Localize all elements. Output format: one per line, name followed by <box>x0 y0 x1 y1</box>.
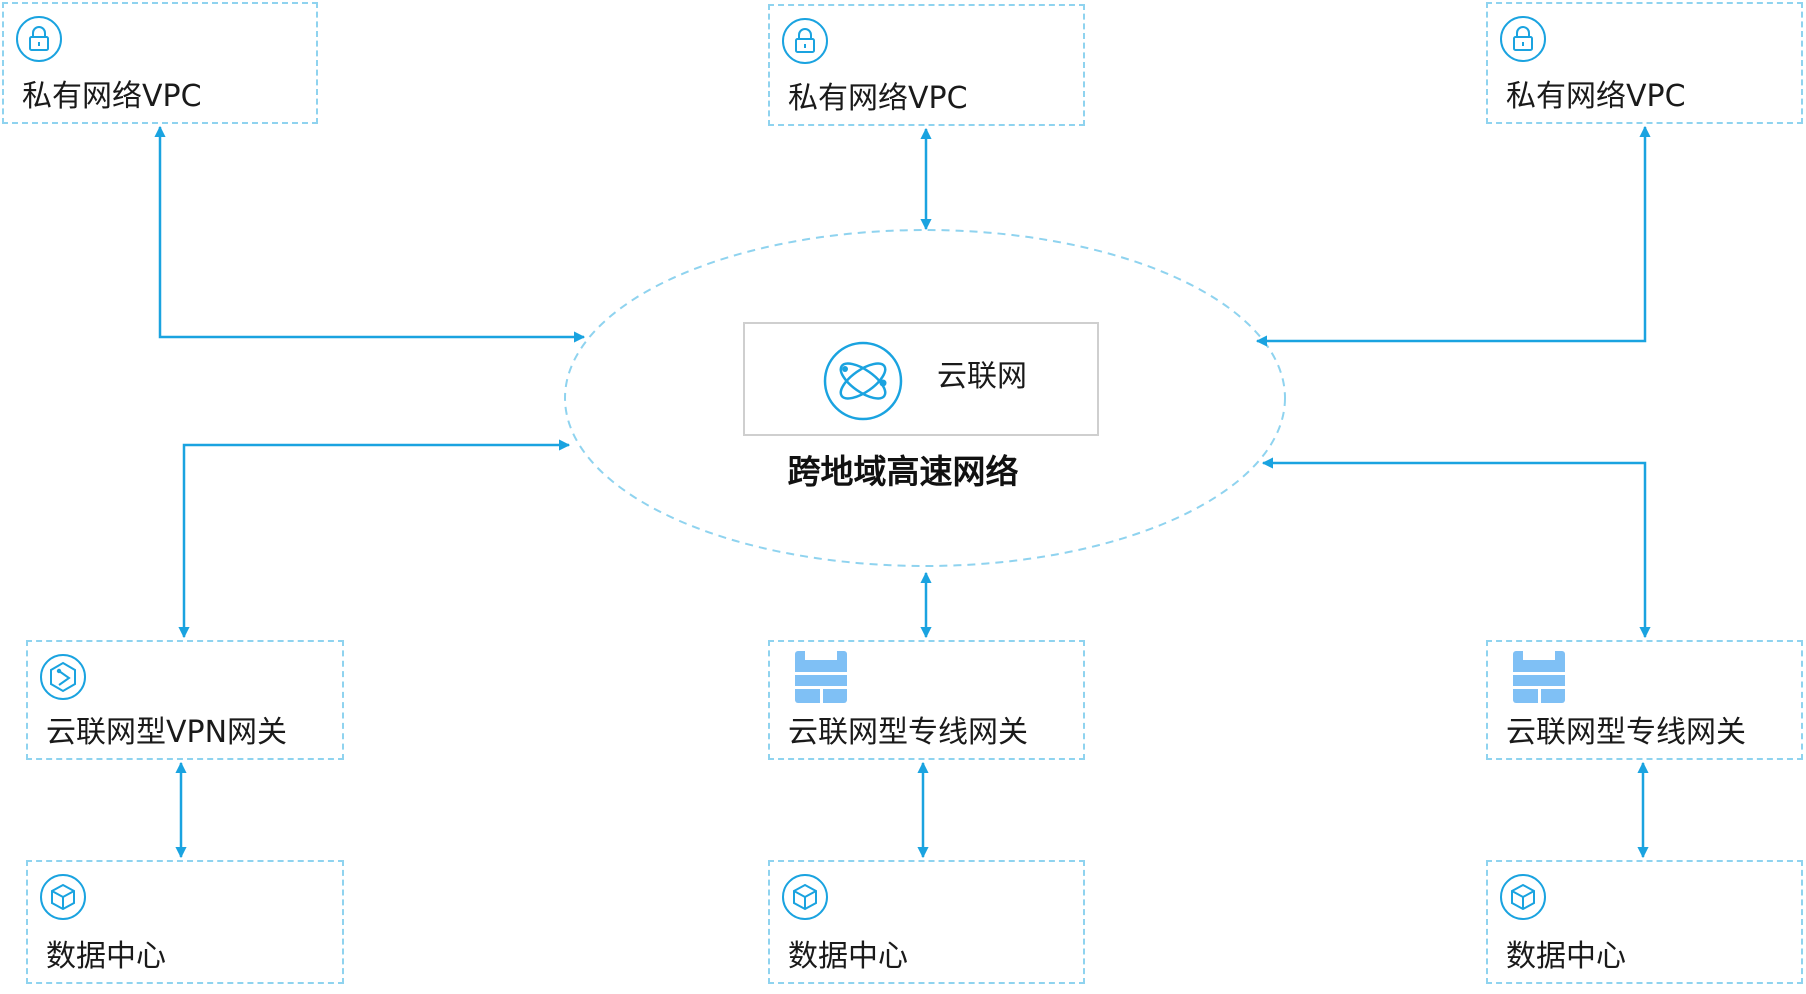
cloud-connect-network-node[interactable]: 云联网 <box>743 322 1099 436</box>
atom-network-icon <box>823 341 903 421</box>
cube-icon <box>782 874 828 920</box>
ccn-label: 云联网 <box>937 359 1027 394</box>
data-center-node-right[interactable]: 数据中心 <box>1486 860 1803 984</box>
cross-region-network-title: 跨地域高速网络 <box>787 452 1019 491</box>
data-center-node-center[interactable]: 数据中心 <box>768 860 1085 984</box>
lock-icon <box>782 18 828 64</box>
dedicated-line-gateway-icon <box>1513 651 1565 703</box>
lock-icon <box>1500 16 1546 62</box>
cross-region-network-ellipse <box>564 229 1286 567</box>
link-dc-gateway-3-to-network <box>1261 457 1651 639</box>
dedicated-line-gateway-icon <box>795 651 847 703</box>
data-center-label: 数据中心 <box>788 939 908 974</box>
vpc-label: 私有网络VPC <box>1506 79 1686 114</box>
vpc-node-center[interactable]: 私有网络VPC <box>768 4 1085 126</box>
data-center-label: 数据中心 <box>1506 939 1626 974</box>
dedicated-line-gateway-node-right[interactable]: 云联网型专线网关 <box>1486 640 1803 760</box>
vpc-label: 私有网络VPC <box>788 81 968 116</box>
dedicated-line-gateway-label: 云联网型专线网关 <box>788 715 1028 750</box>
vpc-node-right[interactable]: 私有网络VPC <box>1486 2 1803 124</box>
cube-icon <box>40 874 86 920</box>
link-vpc-3-to-network <box>1255 125 1651 347</box>
vpc-label: 私有网络VPC <box>22 79 202 114</box>
vpc-node-left[interactable]: 私有网络VPC <box>2 2 318 124</box>
data-center-node-left[interactable]: 数据中心 <box>26 860 344 984</box>
link-vpc-1-to-network <box>154 125 586 343</box>
lock-icon <box>16 16 62 62</box>
cube-icon <box>1500 874 1546 920</box>
vpn-gateway-label: 云联网型VPN网关 <box>46 715 288 750</box>
vpn-gateway-node[interactable]: 云联网型VPN网关 <box>26 640 344 760</box>
dedicated-line-gateway-node-center[interactable]: 云联网型专线网关 <box>768 640 1085 760</box>
link-vpn-gateway-to-network <box>178 439 571 639</box>
dedicated-line-gateway-label: 云联网型专线网关 <box>1506 715 1746 750</box>
vpn-gateway-icon <box>40 654 86 700</box>
data-center-label: 数据中心 <box>46 939 166 974</box>
